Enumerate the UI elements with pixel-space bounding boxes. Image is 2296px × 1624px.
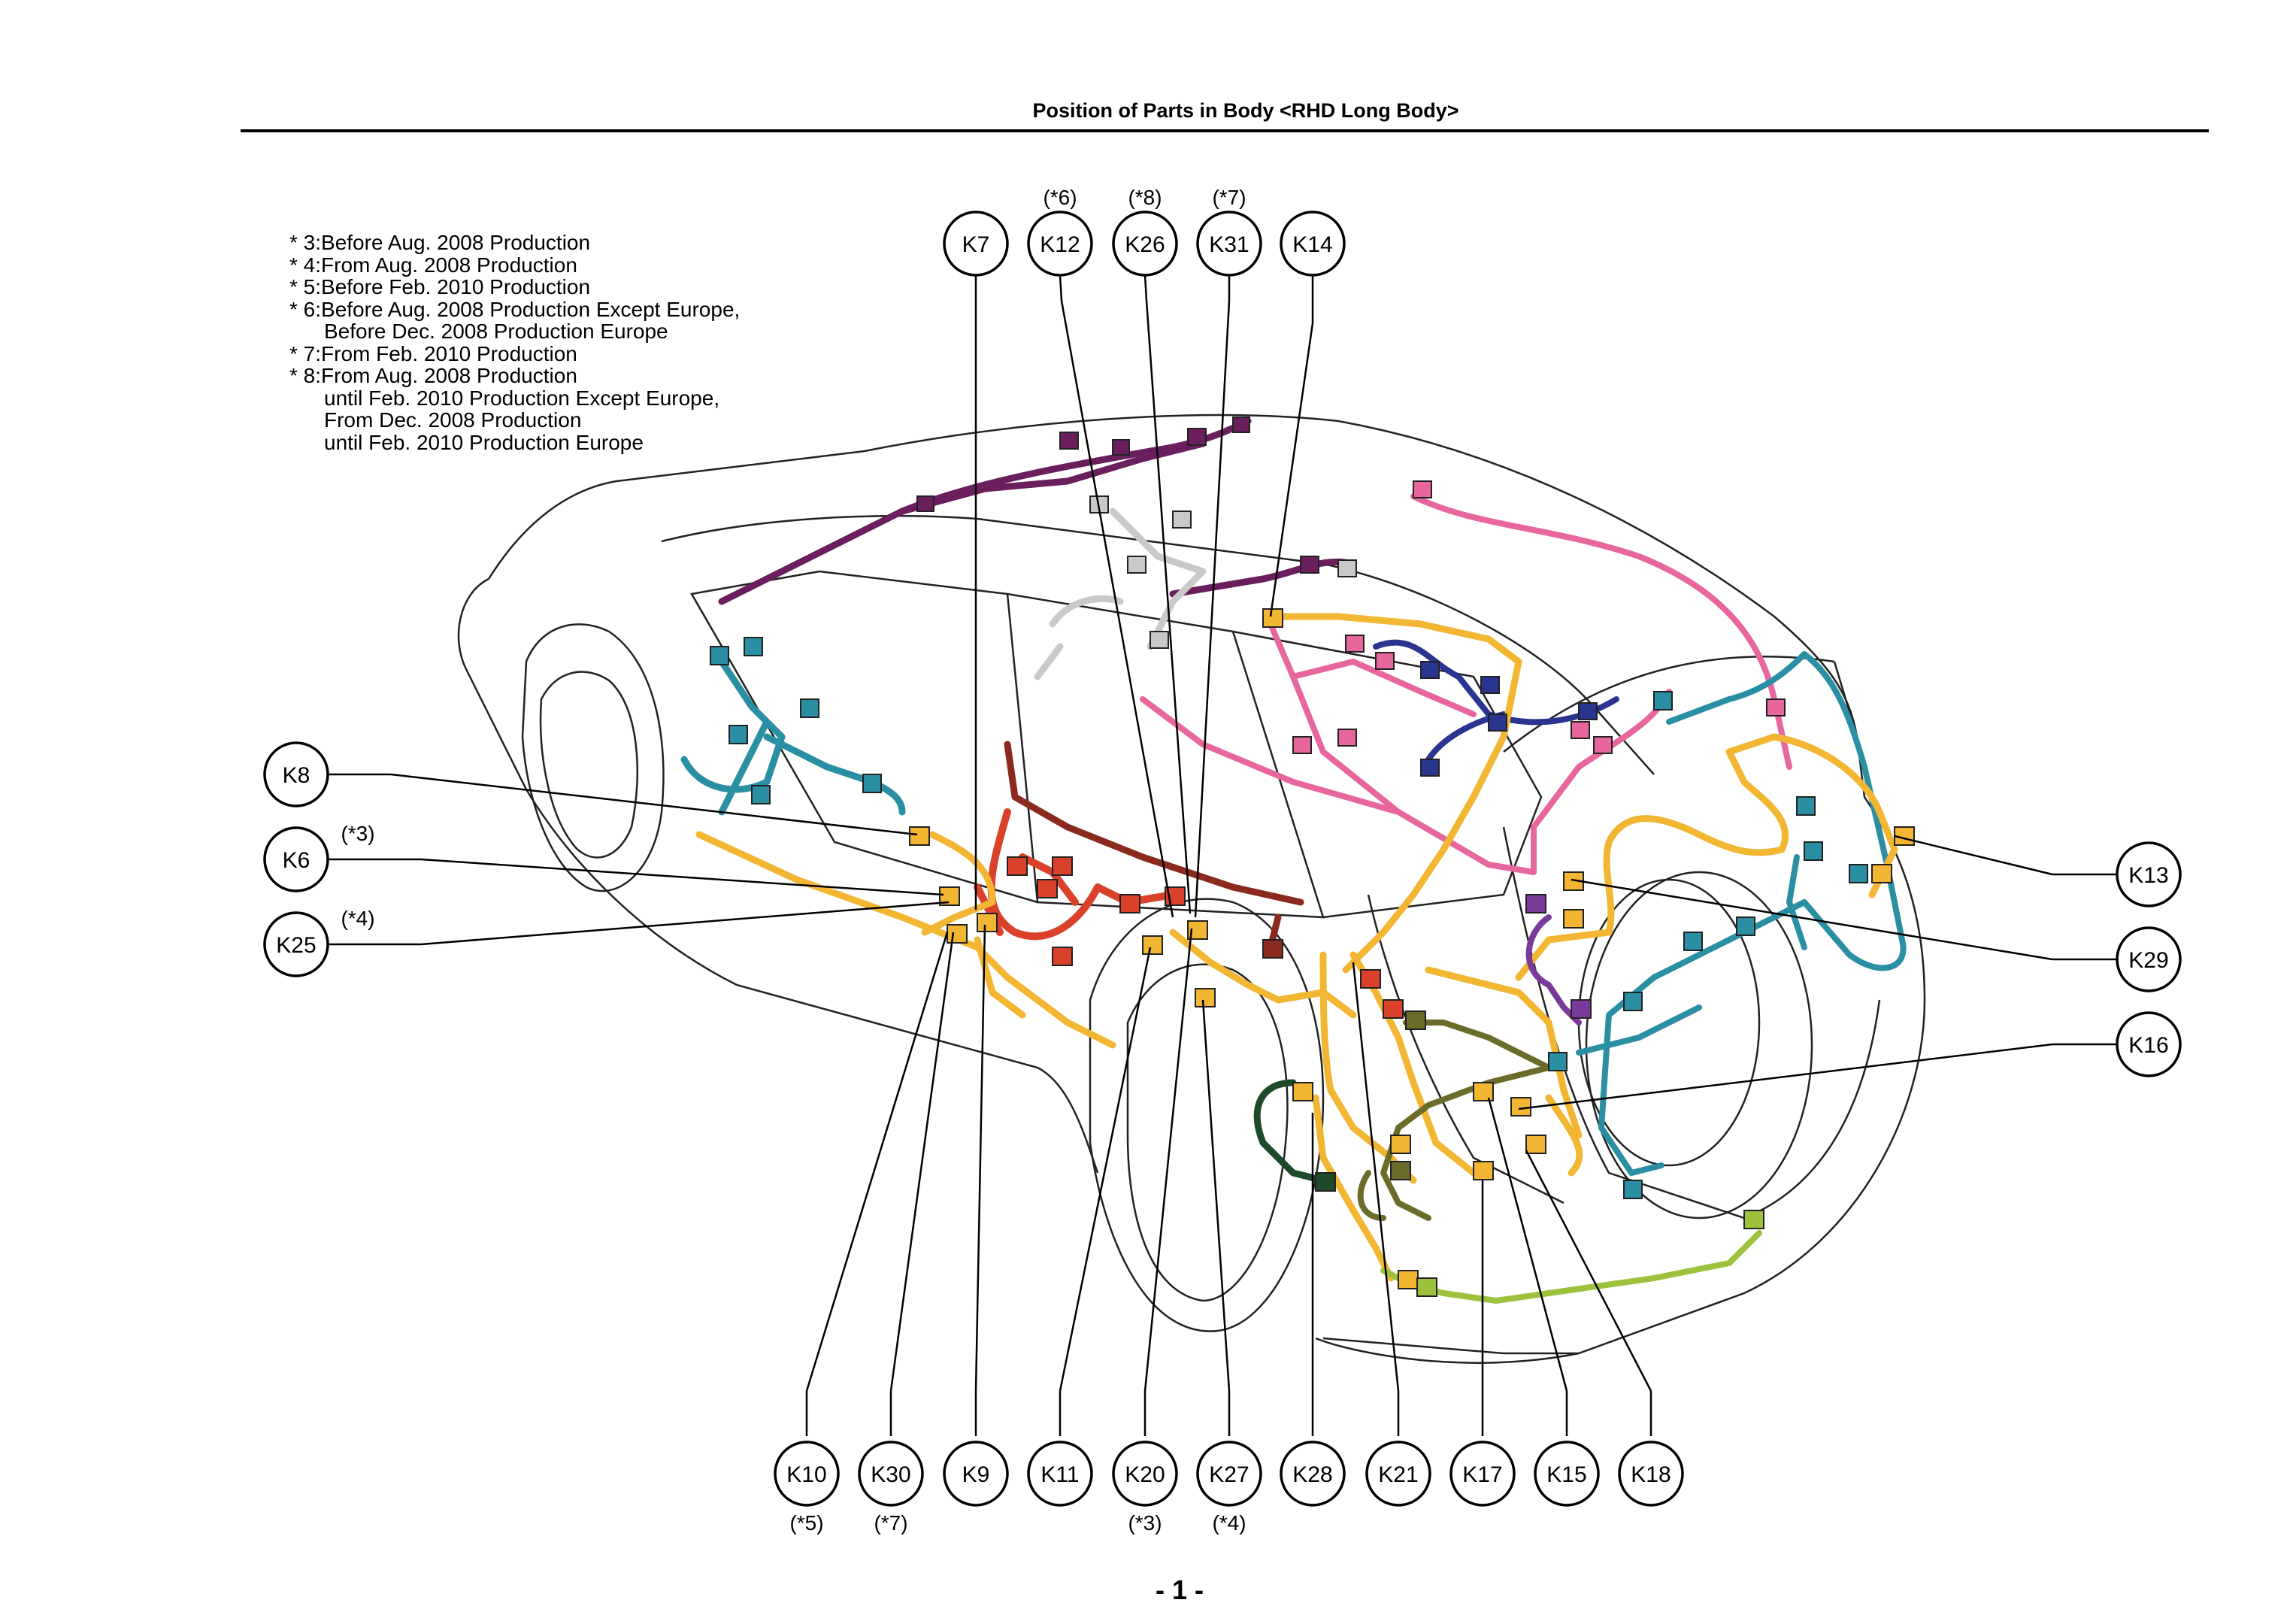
callout-label: K6 (283, 848, 310, 873)
callout-note: (*6) (1043, 186, 1077, 209)
callout-note: (*3) (341, 822, 374, 845)
callout-note: (*8) (1128, 186, 1162, 209)
callout-k8[interactable]: K8 (263, 741, 329, 807)
roof-harness (718, 417, 1252, 605)
callout-k30[interactable]: K30 (*7) (858, 1441, 924, 1535)
note-line: * 8:From Aug. 2008 Production (289, 364, 577, 387)
callout-note: (*7) (1212, 186, 1246, 209)
page-number: - 1 - (1155, 1574, 1204, 1605)
callout-k28[interactable]: K28 (1280, 1441, 1346, 1507)
callout-label: K8 (283, 763, 310, 788)
callout-label: K27 (1209, 1462, 1249, 1487)
callout-label: K29 (2128, 948, 2168, 973)
note-line: * 3:Before Aug. 2008 Production (289, 231, 591, 254)
callout-k12[interactable]: K12 (*6) (1027, 186, 1093, 277)
callout-label: K16 (2128, 1033, 2168, 1058)
callout-k13[interactable]: K13 (2116, 841, 2182, 907)
callout-note: (*5) (789, 1511, 823, 1535)
callout-k31[interactable]: K31 (*7) (1196, 186, 1262, 277)
maroon-harness (1004, 741, 1304, 951)
title-rule (241, 129, 2209, 132)
callout-k21[interactable]: K21 (1365, 1441, 1431, 1507)
callout-label: K17 (1462, 1462, 1502, 1487)
callout-label: K12 (1040, 232, 1080, 257)
note-line: * 5:Before Feb. 2010 Production (289, 275, 591, 298)
callout-label: K28 (1292, 1462, 1332, 1487)
note-line: Before Dec. 2008 Production Europe (324, 320, 668, 343)
roof-harness-branch (898, 440, 1207, 515)
callout-k9[interactable]: K9 (943, 1441, 1009, 1507)
grey-harness (1034, 508, 1207, 680)
lime-harness (1380, 1230, 1762, 1304)
callout-k27[interactable]: K27 (*4) (1196, 1441, 1262, 1535)
violet-harness (1525, 914, 1582, 1026)
callout-k16[interactable]: K16 (2116, 1011, 2182, 1077)
production-notes: * 3:Before Aug. 2008 Production * 4:From… (289, 232, 740, 453)
callout-k26[interactable]: K26 (*8) (1112, 186, 1178, 277)
callout-label: K10 (786, 1462, 826, 1487)
callout-label: K31 (1209, 232, 1249, 257)
vehicle-outline (457, 414, 1926, 1364)
callout-k11[interactable]: K11 (1027, 1441, 1093, 1507)
callout-k10[interactable]: K10 (*5) (774, 1441, 840, 1535)
note-line: * 6:Before Aug. 2008 Production Except E… (289, 297, 741, 321)
callout-k6[interactable]: K6 (*3) (263, 822, 375, 892)
callout-note: (*3) (1128, 1511, 1162, 1535)
callout-label: K14 (1292, 232, 1332, 257)
callout-label: K21 (1378, 1462, 1418, 1487)
callout-label: K30 (871, 1462, 910, 1487)
note-line: From Dec. 2008 Production (324, 408, 582, 432)
note-line: until Feb. 2010 Production Except Europe… (324, 386, 720, 410)
yellow-main-harness (695, 613, 1898, 1184)
note-line: * 7:From Feb. 2010 Production (289, 341, 577, 365)
harness-connector-blocks (710, 417, 1915, 1297)
callout-k20[interactable]: K20 (*3) (1112, 1441, 1178, 1535)
callout-label: K11 (1040, 1462, 1079, 1487)
darkgreen-harness (1253, 1079, 1327, 1184)
callout-k15[interactable]: K15 (1534, 1441, 1600, 1507)
callout-note: (*7) (874, 1511, 907, 1535)
callout-note: (*4) (341, 907, 374, 930)
callout-label: K26 (1125, 232, 1165, 257)
olive-harness (1357, 1020, 1552, 1221)
callout-k17[interactable]: K17 (1449, 1441, 1516, 1507)
leader-lines (328, 274, 2117, 1436)
callout-label: K15 (1546, 1462, 1586, 1487)
callout-label: K18 (1631, 1462, 1671, 1487)
connector-callouts: K7 K12 (*6) K26 (*8) K31 (*7) K14 K8 K6 (*3)… (263, 186, 2182, 1535)
callout-label: K20 (1125, 1462, 1165, 1487)
callout-note: (*4) (1212, 1511, 1246, 1535)
page-title: Position of Parts in Body <RHD Long Body… (1032, 99, 1459, 122)
callout-k25[interactable]: K25 (*4) (263, 907, 375, 977)
callout-label: K9 (962, 1462, 990, 1487)
callout-k14[interactable]: K14 (1280, 211, 1346, 277)
wire-harnesses (680, 417, 1907, 1304)
teal-harness-right (1576, 651, 1907, 1176)
note-line: until Feb. 2010 Production Europe (324, 430, 644, 454)
callout-label: K25 (276, 933, 316, 958)
callout-label: K13 (2128, 863, 2168, 888)
callout-k29[interactable]: K29 (2116, 926, 2182, 992)
yellow-harness-bottom (1312, 1094, 1395, 1282)
note-line: * 4:From Aug. 2008 Production (289, 253, 577, 277)
callout-k18[interactable]: K18 (1618, 1441, 1684, 1507)
callout-k7[interactable]: K7 (943, 211, 1009, 277)
callout-label: K7 (962, 232, 990, 257)
